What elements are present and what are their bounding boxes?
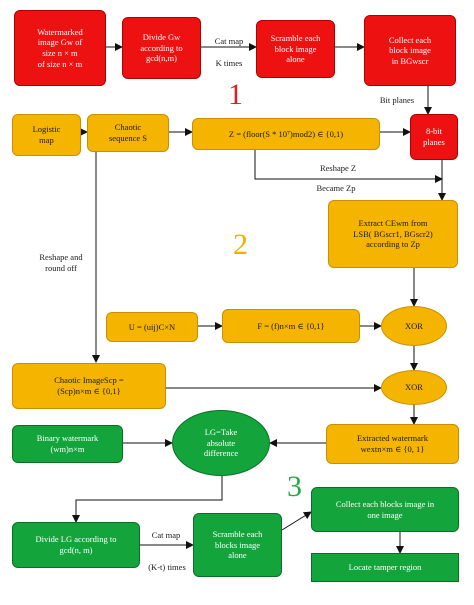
section-number-2: 2: [233, 228, 248, 261]
node-binary-watermark: Binary watermark (wm)n×m: [12, 425, 123, 463]
node-xor-2: XOR: [381, 370, 447, 405]
node-chaotic-image: Chaotic ImageScp = (Scp)n×m ∈ {0,1}: [12, 363, 166, 409]
node-locate-tamper: Locate tamper region: [311, 553, 459, 582]
label-cat-map-top: Cat map: [214, 36, 244, 46]
node-scramble-blocks: Scramble each blocks image alone: [193, 513, 282, 577]
node-collect-block: Collect each block image in BGwscr: [364, 15, 456, 86]
node-xor-1: XOR: [381, 306, 447, 346]
node-extracted-watermark: Extracted watermark wextn×m ∈ {0, 1}: [326, 424, 459, 464]
label-reshape-z: Reshape Z: [319, 163, 357, 173]
node-divide-gw: Divide Gw according to gcd(n,m): [122, 17, 201, 79]
node-8bit-planes: 8-bit planes: [410, 114, 458, 160]
node-divide-lg: Divide LG according to gcd(n, m): [12, 522, 140, 568]
node-logistic-map: Logistic map: [12, 114, 81, 156]
section-number-3: 3: [287, 470, 302, 503]
node-u-matrix: U = (uij)C×N: [106, 312, 198, 342]
node-collect-blocks: Collect each blocks image in one image: [311, 487, 459, 532]
label-reshape-round-off: Reshape and round off: [39, 252, 83, 273]
label-cat-map-bottom: Cat map: [151, 530, 181, 540]
section-number-1: 1: [228, 78, 243, 111]
node-lg-difference: LG=Take absolute difference: [172, 410, 270, 476]
node-chaotic-sequence: Chaotic sequence S: [87, 114, 169, 152]
label-became-zp: Became Zp: [316, 183, 356, 193]
node-scramble-block: Scramble each block image alone: [256, 20, 335, 78]
node-z-formula: Z = (floor(S * 10⁷)mod2) ∈ {0,1): [192, 118, 380, 150]
arrow-z-reshape: [254, 150, 443, 183]
node-extract-cewm: Extract CEwm from LSB( BGscr1, BGscr2) a…: [328, 200, 458, 268]
label-k-times: K times: [215, 58, 243, 68]
label-kt-times: (K-t) times: [148, 562, 186, 572]
node-watermarked-image: Watermarked image Gw of size n × m of si…: [14, 10, 106, 86]
arrow-scramble-to-collect-bottom: [281, 511, 312, 531]
node-f-matrix: F = (f)n×m ∈ {0,1}: [222, 309, 360, 343]
arrow-lg-to-divide: [72, 476, 223, 523]
label-bit-planes: Bit planes: [379, 95, 415, 105]
